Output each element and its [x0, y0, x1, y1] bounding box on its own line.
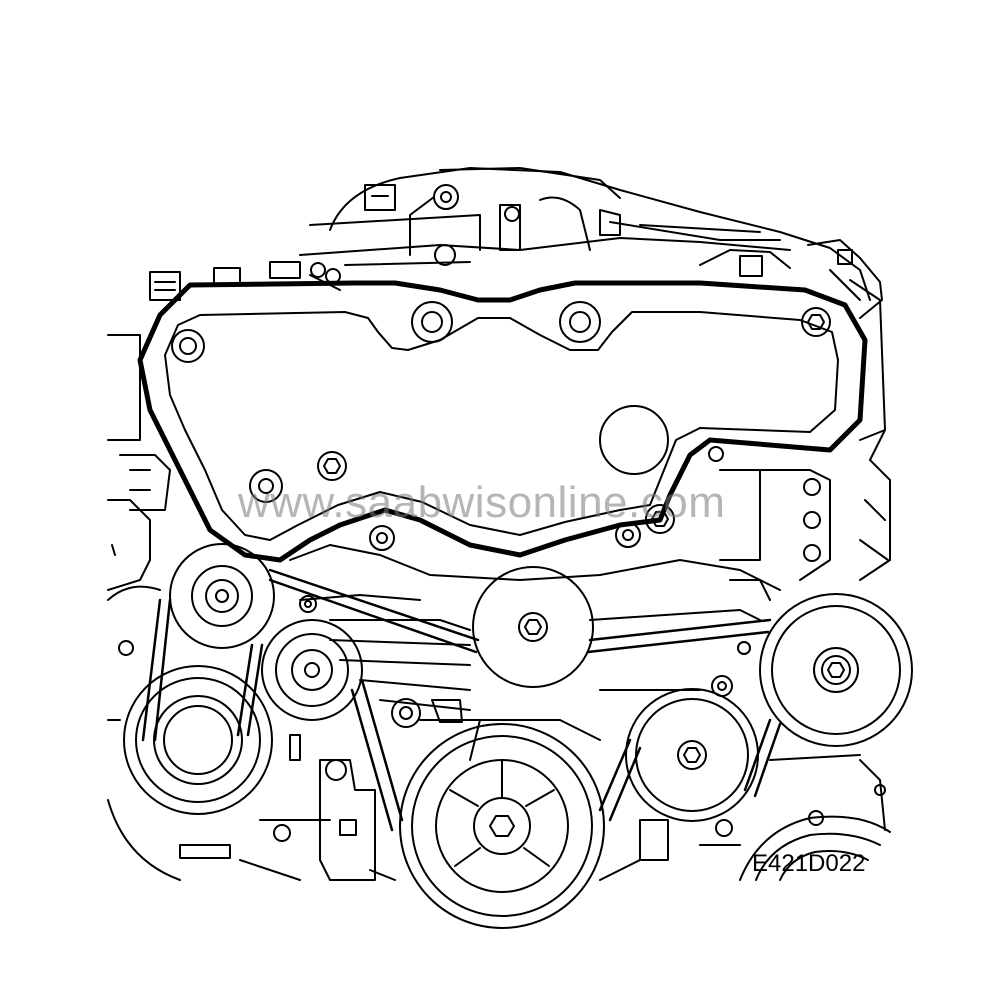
crankshaft-pulley [399, 723, 605, 929]
tensioner-pulley [261, 619, 363, 721]
alternator-pulley [759, 593, 913, 747]
water-pump-pulley [472, 566, 594, 688]
idler-pulley-upper-left [169, 543, 275, 649]
figure-id-label: E421D022 [752, 850, 866, 877]
engine-block-right [719, 279, 891, 581]
compressor-pulley [123, 665, 273, 815]
drive-belt [141, 568, 782, 832]
engine-block-left [107, 334, 171, 656]
valve-cover [137, 280, 868, 563]
watermark-text: www.saabwisonline.com [238, 478, 726, 527]
intake-assembly [149, 167, 883, 319]
power-steering-pulley [625, 688, 759, 822]
misc-components [107, 698, 886, 881]
pulleys [123, 543, 913, 929]
ac-clutch [739, 810, 891, 881]
